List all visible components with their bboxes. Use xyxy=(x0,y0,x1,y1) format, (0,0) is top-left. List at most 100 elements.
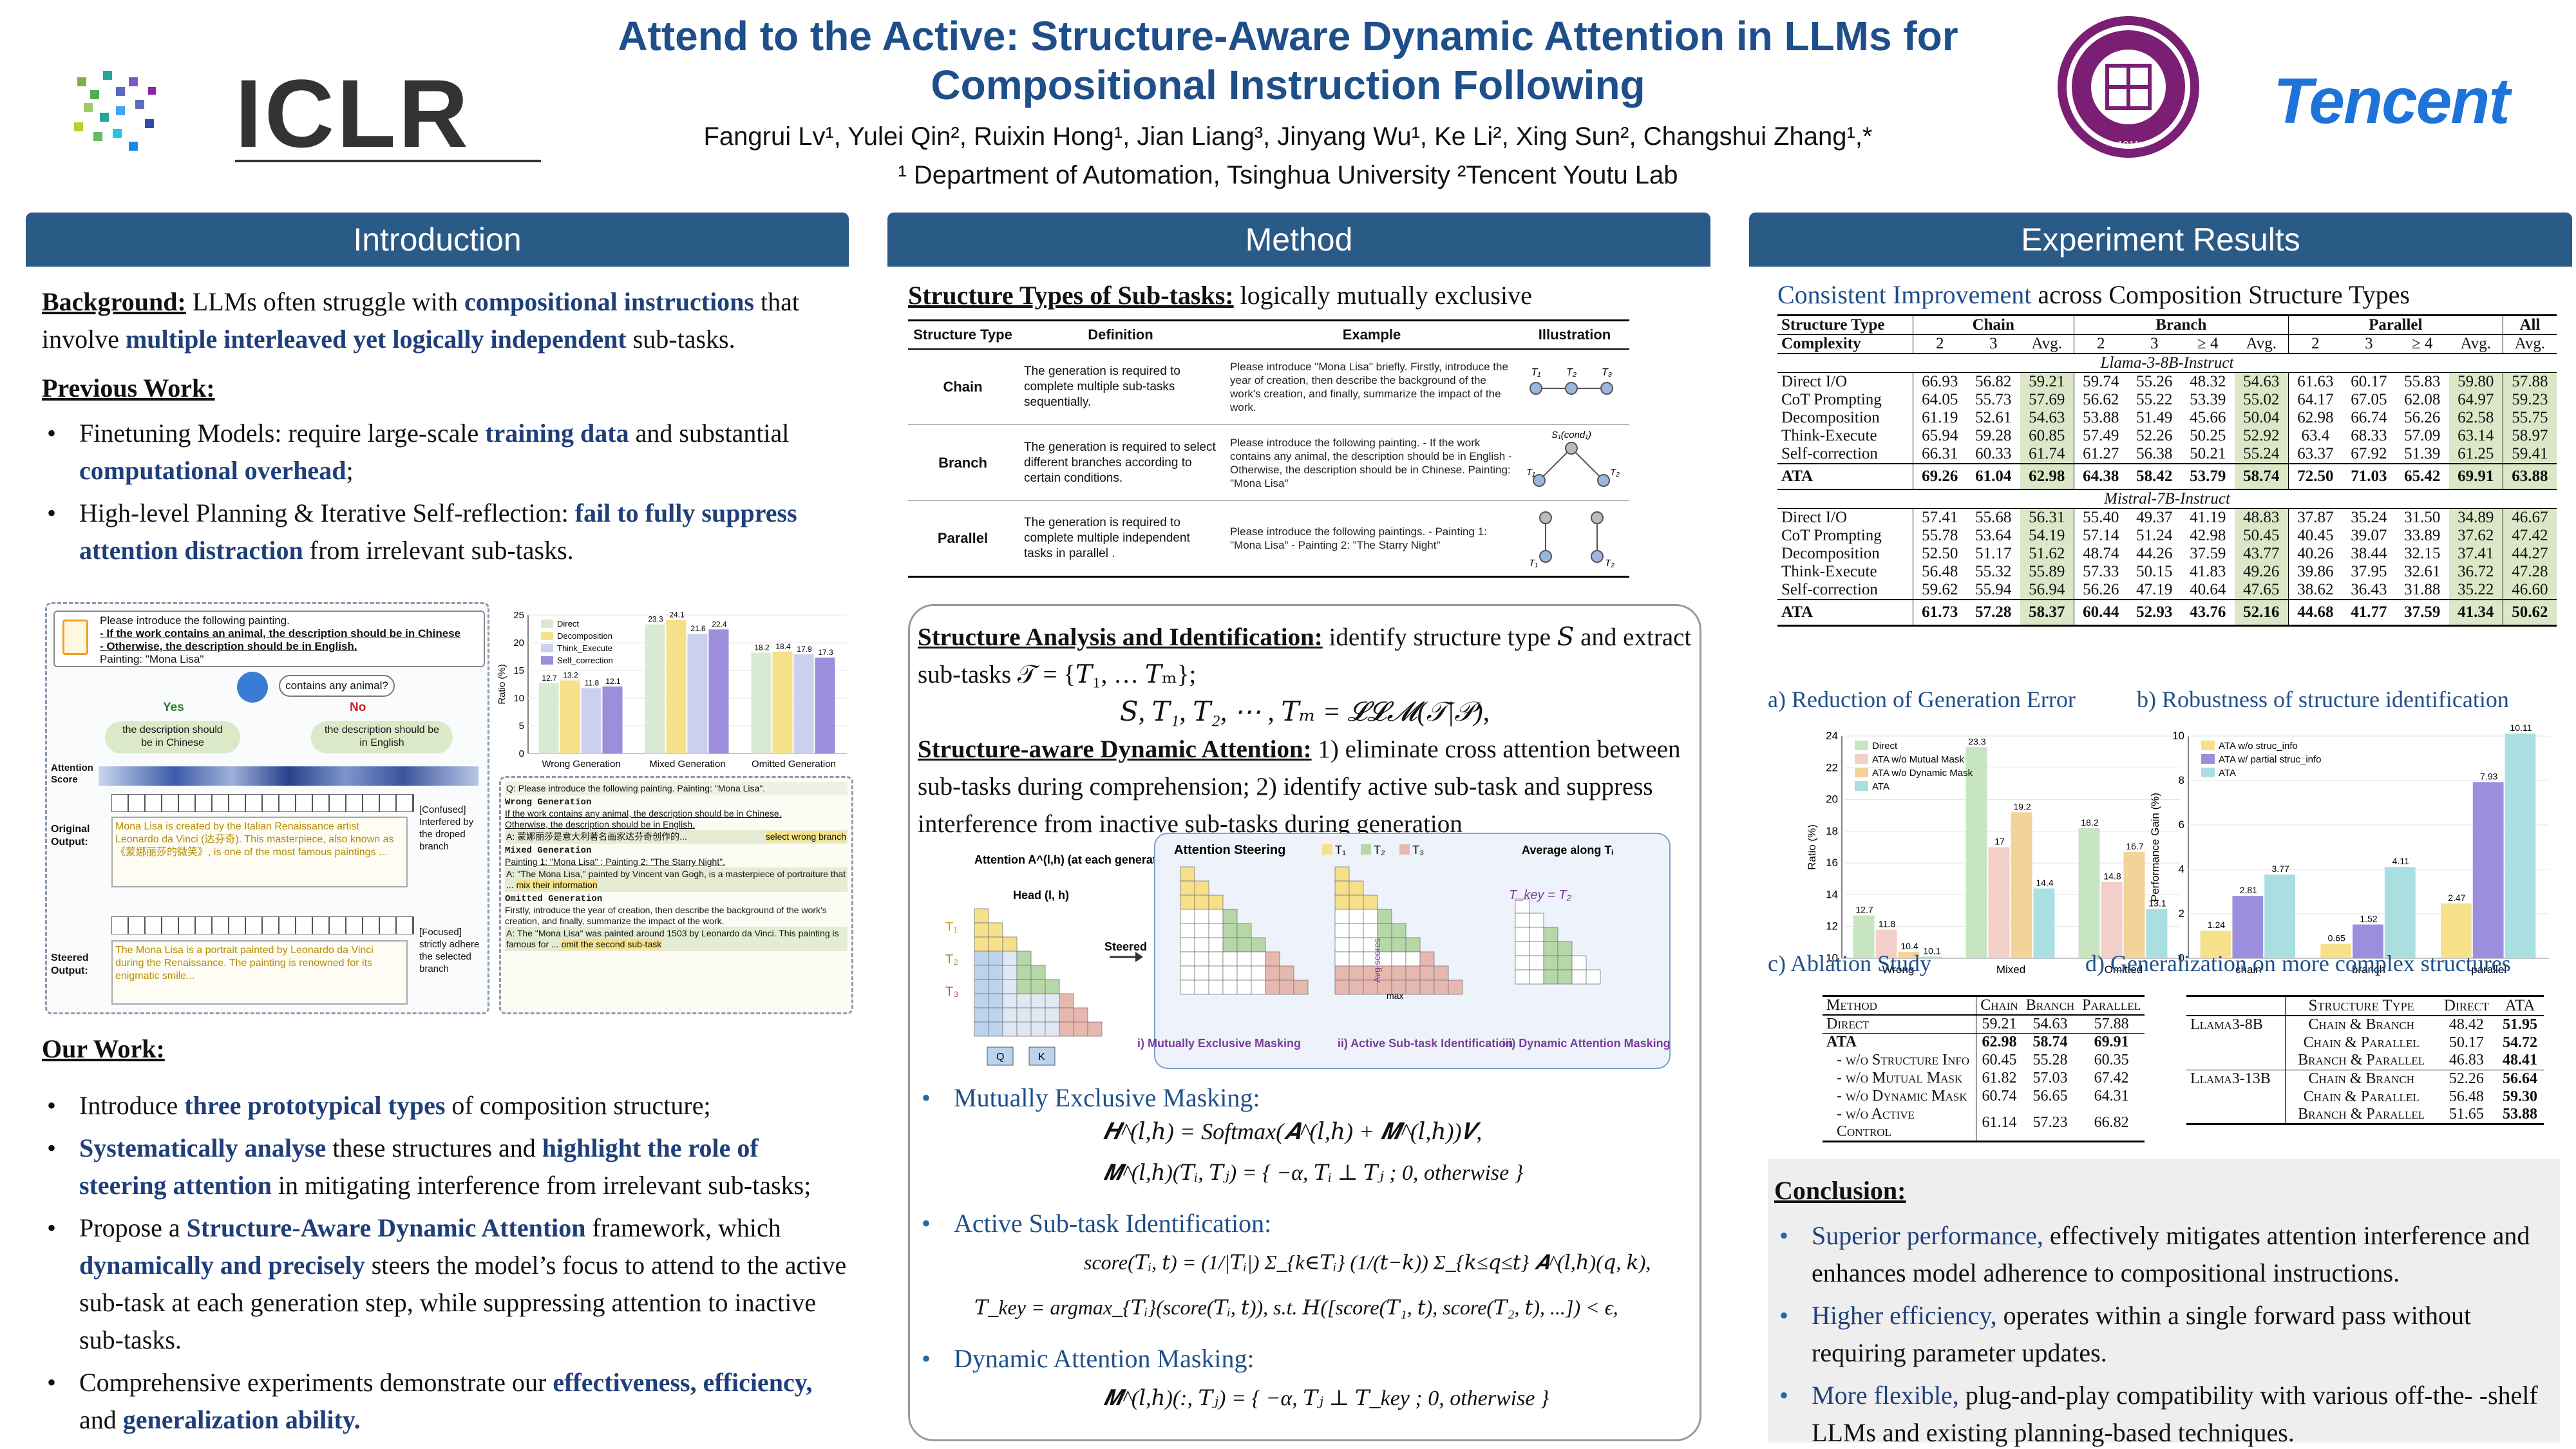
bar xyxy=(2200,931,2231,958)
original-token-row xyxy=(111,794,414,812)
table-cell: 52.61 xyxy=(1975,409,2012,426)
table-cell: 52.50 xyxy=(1922,545,1958,562)
table-header: Branch xyxy=(2074,315,2289,335)
legend-entry: Think_Execute xyxy=(557,643,612,653)
legend-swatch xyxy=(1855,754,1868,764)
bar-value-label: 13.1 xyxy=(2148,898,2166,909)
table-cell: 68.33 xyxy=(2351,427,2387,444)
table-cell: 46.83 xyxy=(2448,1052,2484,1069)
table-cell: 62.98 xyxy=(2297,409,2334,426)
robustness-chart-section: b) Robustness of structure identificatio… xyxy=(2137,686,2562,976)
svg-text:T₁: T₁ xyxy=(1335,844,1346,857)
table-header: 3 xyxy=(2365,335,2373,352)
table-cell: 54.63 xyxy=(2020,409,2074,427)
table-cell: 37.62 xyxy=(2448,527,2503,545)
svg-text:T₂: T₂ xyxy=(1610,467,1620,478)
bar xyxy=(708,629,729,753)
table-header: Avg. xyxy=(2514,335,2546,352)
table-cell: 62.98 xyxy=(1982,1034,2017,1051)
legend-entry: ATA w/o struc_info xyxy=(2219,741,2298,752)
table-cell: 57.23 xyxy=(2032,1114,2068,1131)
table-row: Chain The generation is required to comp… xyxy=(908,349,1629,425)
table-cell: 60.45 xyxy=(1982,1052,2017,1068)
example-question: Q: Please introduce the following painti… xyxy=(505,782,848,795)
table-header: 3 xyxy=(1989,335,1998,352)
legend-swatch xyxy=(2201,741,2215,750)
bg-text-1: LLMs often struggle with xyxy=(185,287,464,316)
intro-header: Introduction xyxy=(26,213,849,267)
table-cell: 31.88 xyxy=(2404,581,2441,598)
chinese-branch-box: the description should be in Chinese xyxy=(105,721,240,753)
table-cell: The generation is required to select dif… xyxy=(1024,440,1216,485)
bar xyxy=(645,624,665,753)
y-tick-label: 25 xyxy=(513,610,524,621)
bar xyxy=(560,680,580,753)
table-header: 2 xyxy=(2097,335,2105,352)
svg-text:Attention Steering: Attention Steering xyxy=(1174,843,1285,857)
table-header: Branch xyxy=(2025,997,2075,1014)
svg-text:i) Mutually Exclusive Masking: i) Mutually Exclusive Masking xyxy=(1137,1037,1301,1050)
bar-value-label: 12.1 xyxy=(605,677,621,686)
method-framework-box: Structure Analysis and Identification: i… xyxy=(908,604,1701,1441)
bar-value-label: 3.77 xyxy=(2271,864,2289,874)
conclusion-box: Conclusion: Superior performance, effect… xyxy=(1768,1159,2560,1447)
bar-value-label: 17.9 xyxy=(797,645,812,654)
table-cell: 41.83 xyxy=(2190,563,2226,580)
table-header: Structure Type xyxy=(1777,315,1913,335)
legend-entry: ATA w/o Mutual Mask xyxy=(1872,754,1964,765)
bar-value-label: 18.4 xyxy=(775,642,791,651)
table-cell: 37.87 xyxy=(2297,509,2334,526)
table-cell: 66.82 xyxy=(2094,1114,2129,1131)
table-cell: 69.91 xyxy=(2448,464,2503,489)
prompt-box: Please introduce the following painting.… xyxy=(53,611,485,667)
table-cell: 57.28 xyxy=(1975,603,2012,621)
y-tick-label: 22 xyxy=(1826,761,1838,773)
original-output-label: Original Output: xyxy=(51,824,90,848)
table-cell: 56.64 xyxy=(2502,1070,2537,1087)
bar-value-label: 2.47 xyxy=(2448,893,2465,903)
bar xyxy=(1898,952,1920,958)
bar xyxy=(815,658,835,753)
table-cell: 55.78 xyxy=(1922,527,1958,544)
bg-text-3: sub-tasks. xyxy=(626,325,735,354)
table-header: Example xyxy=(1342,326,1401,343)
active-identification-step: Active Sub-task Identification: xyxy=(916,1205,1689,1242)
y-tick-label: 18 xyxy=(1826,825,1838,837)
x-tick-label: chain xyxy=(2235,963,2262,976)
table-cell: Chain & Parallel xyxy=(2303,1088,2420,1105)
table-cell xyxy=(2186,1034,2286,1052)
consistent-improvement-title: Consistent Improvement across Compositio… xyxy=(1777,278,2557,312)
x-tick-label: Omitted xyxy=(2105,963,2143,976)
table-cell: 58.37 xyxy=(2020,600,2074,625)
table-cell: 61.25 xyxy=(2448,445,2503,464)
legend-swatch xyxy=(1855,781,1868,791)
table-cell: 67.42 xyxy=(2094,1070,2129,1086)
bar xyxy=(2264,874,2295,958)
our-work-item: Introduce three prototypical types of co… xyxy=(42,1087,850,1124)
results-header: Experiment Results xyxy=(1749,213,2572,267)
table-cell: 55.22 xyxy=(2136,391,2173,408)
bar xyxy=(2232,896,2264,958)
table-cell: 58.97 xyxy=(2503,427,2557,445)
bar-value-label: 10.11 xyxy=(2510,723,2532,733)
y-axis-label: Performance Gain (%) xyxy=(2150,793,2161,902)
legend-entry: Decomposition xyxy=(557,631,612,641)
method-header: Method xyxy=(887,213,1710,267)
conclusion-item: More flexible, plug-and-play compatibili… xyxy=(1774,1377,2553,1449)
table-cell: 63.37 xyxy=(2297,445,2334,462)
method-diagram-svg: Attention A^(l,h) (at each generation st… xyxy=(945,833,1671,1069)
svg-text:iii) Dynamic Attention Masking: iii) Dynamic Attention Masking xyxy=(1502,1037,1670,1050)
y-tick-label: 16 xyxy=(1826,857,1838,869)
svg-text:Average along Tᵢ: Average along Tᵢ xyxy=(1522,844,1613,857)
bar-value-label: 17.3 xyxy=(818,648,833,657)
question-bubble: contains any animal? xyxy=(279,675,395,697)
table-cell: 60.33 xyxy=(1975,445,2012,462)
table-cell: 53.88 xyxy=(2502,1106,2537,1122)
y-tick-label: 5 xyxy=(519,721,524,732)
bar-value-label: 14.8 xyxy=(2103,871,2121,882)
svg-text:Attention A^(l,h) (at each gen: Attention A^(l,h) (at each generation st… xyxy=(974,853,1212,866)
table-cell: 56.94 xyxy=(2020,581,2074,600)
